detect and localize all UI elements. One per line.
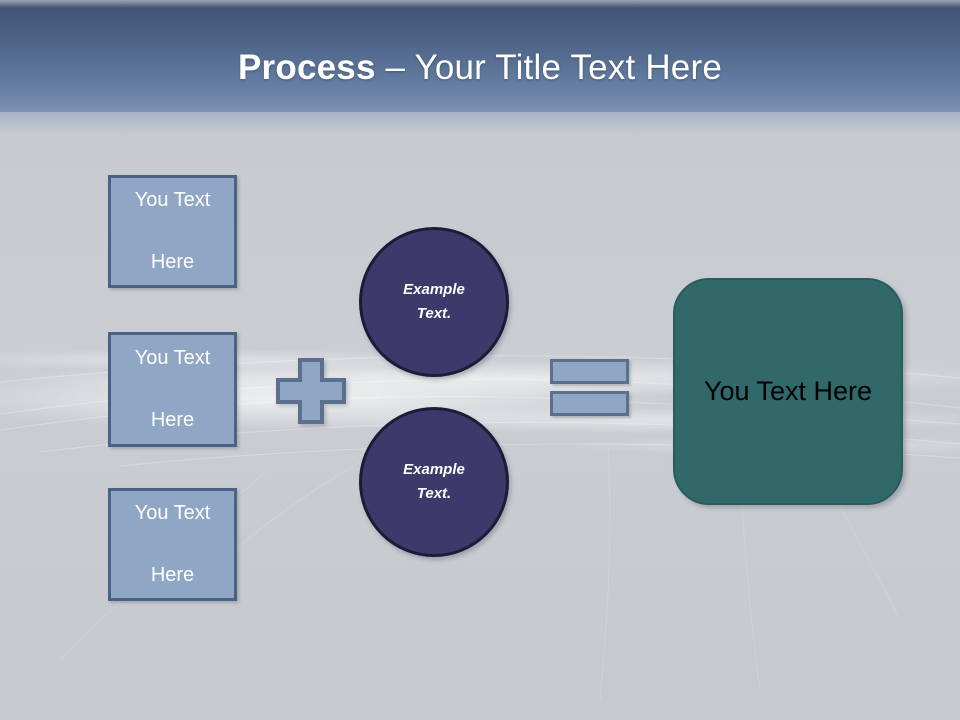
page-title-bold: Process <box>238 48 376 87</box>
process-circle-1-line2: Text. <box>416 305 452 322</box>
input-box-2-line2: Here <box>150 409 195 431</box>
process-circle-2-line2: Text. <box>416 485 452 502</box>
process-circle-1-line1: Example <box>403 281 465 298</box>
page-title-rest: – Your Title Text Here <box>375 48 722 87</box>
equals-icon-bar-top <box>550 359 629 384</box>
input-box-3-line2: Here <box>150 564 195 586</box>
plus-icon <box>276 358 346 424</box>
header-gradient-band <box>0 0 960 132</box>
input-box-2-line1: You Text <box>134 347 211 369</box>
result-panel[interactable]: You Text Here <box>673 278 903 505</box>
page-title: Process – Your Title Text Here <box>0 46 960 90</box>
equals-icon-bar-bottom <box>550 391 629 416</box>
equals-icon <box>550 359 629 416</box>
input-box-1-line2: Here <box>150 251 195 273</box>
result-panel-label: You Text Here <box>703 376 873 406</box>
process-circle-2-line1: Example <box>403 461 465 478</box>
input-box-1-line1: You Text <box>134 189 211 211</box>
input-box-3-line1: You Text <box>134 502 211 524</box>
